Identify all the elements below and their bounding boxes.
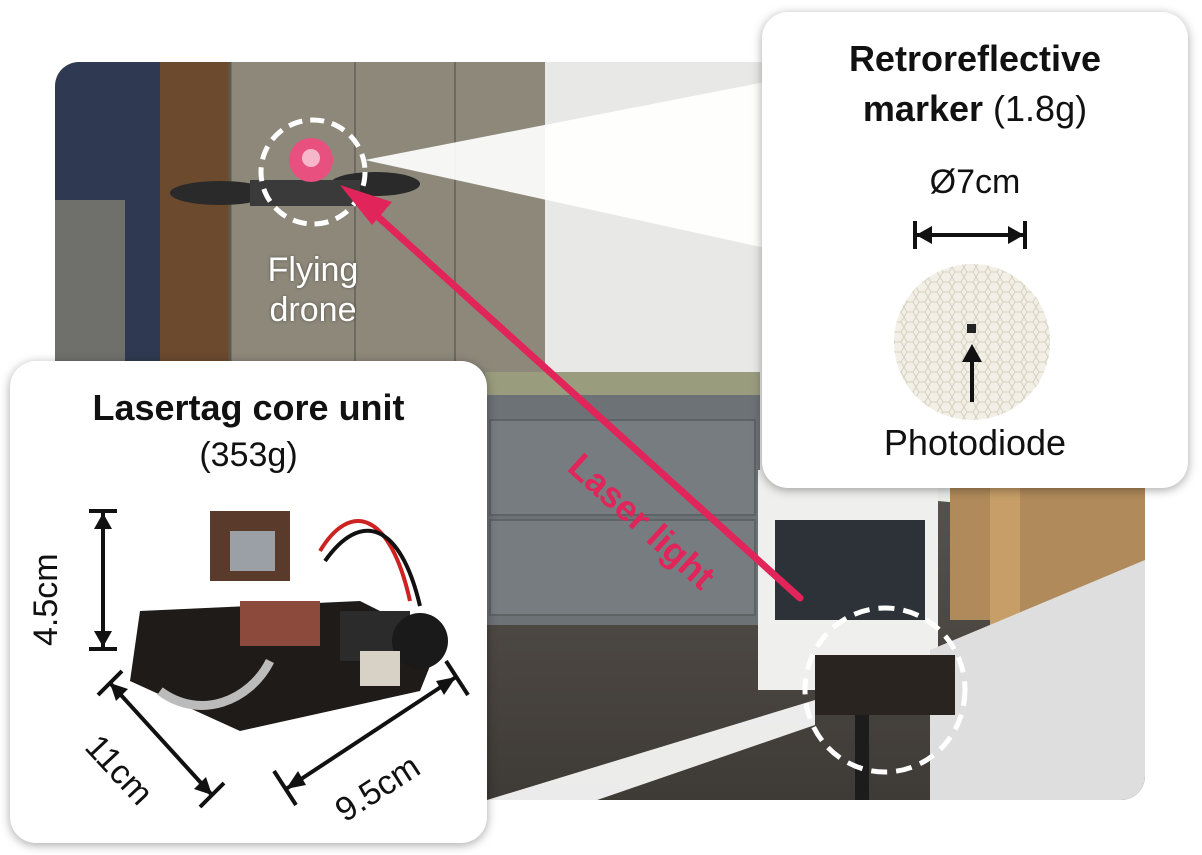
core-unit-card: Lasertag core unit (353g) 4.5cm: [10, 361, 487, 843]
unit-in-photo: [815, 655, 955, 800]
double-arrow-icon: [89, 509, 117, 651]
core-unit-image: [130, 511, 448, 731]
unit-highlight-circle: [802, 605, 968, 775]
marker-callout-wedge: [365, 82, 765, 248]
drone-label-line2: drone: [269, 291, 357, 329]
marker-disc: [894, 264, 1050, 420]
marker-title-line1: Retroreflective: [848, 38, 1102, 79]
photodiode-label: Photodiode: [883, 422, 1067, 463]
drone-label-line1: Flying: [267, 251, 359, 289]
drone-label: Flying drone: [238, 250, 388, 330]
double-arrow-icon: [272, 659, 470, 807]
marker-card: Retroreflective marker (1.8g) Ø7cm: [762, 12, 1188, 488]
drone-highlight-circle: [258, 117, 368, 227]
dim-height-label: 4.5cm: [27, 553, 65, 646]
arrow-icon: [340, 185, 804, 602]
marker-diameter: Ø7cm: [929, 163, 1021, 201]
core-title: Lasertag core unit: [92, 387, 405, 428]
marker-title-line2-wrap: marker (1.8g): [762, 88, 1188, 130]
marker-weight: (1.8g): [993, 88, 1088, 129]
core-weight: (353g): [199, 436, 298, 474]
unit-callout-wedge: [487, 700, 815, 838]
double-arrow-icon: [96, 669, 226, 809]
double-arrow-icon: [913, 221, 1027, 249]
marker-title-line2: marker: [862, 88, 984, 129]
